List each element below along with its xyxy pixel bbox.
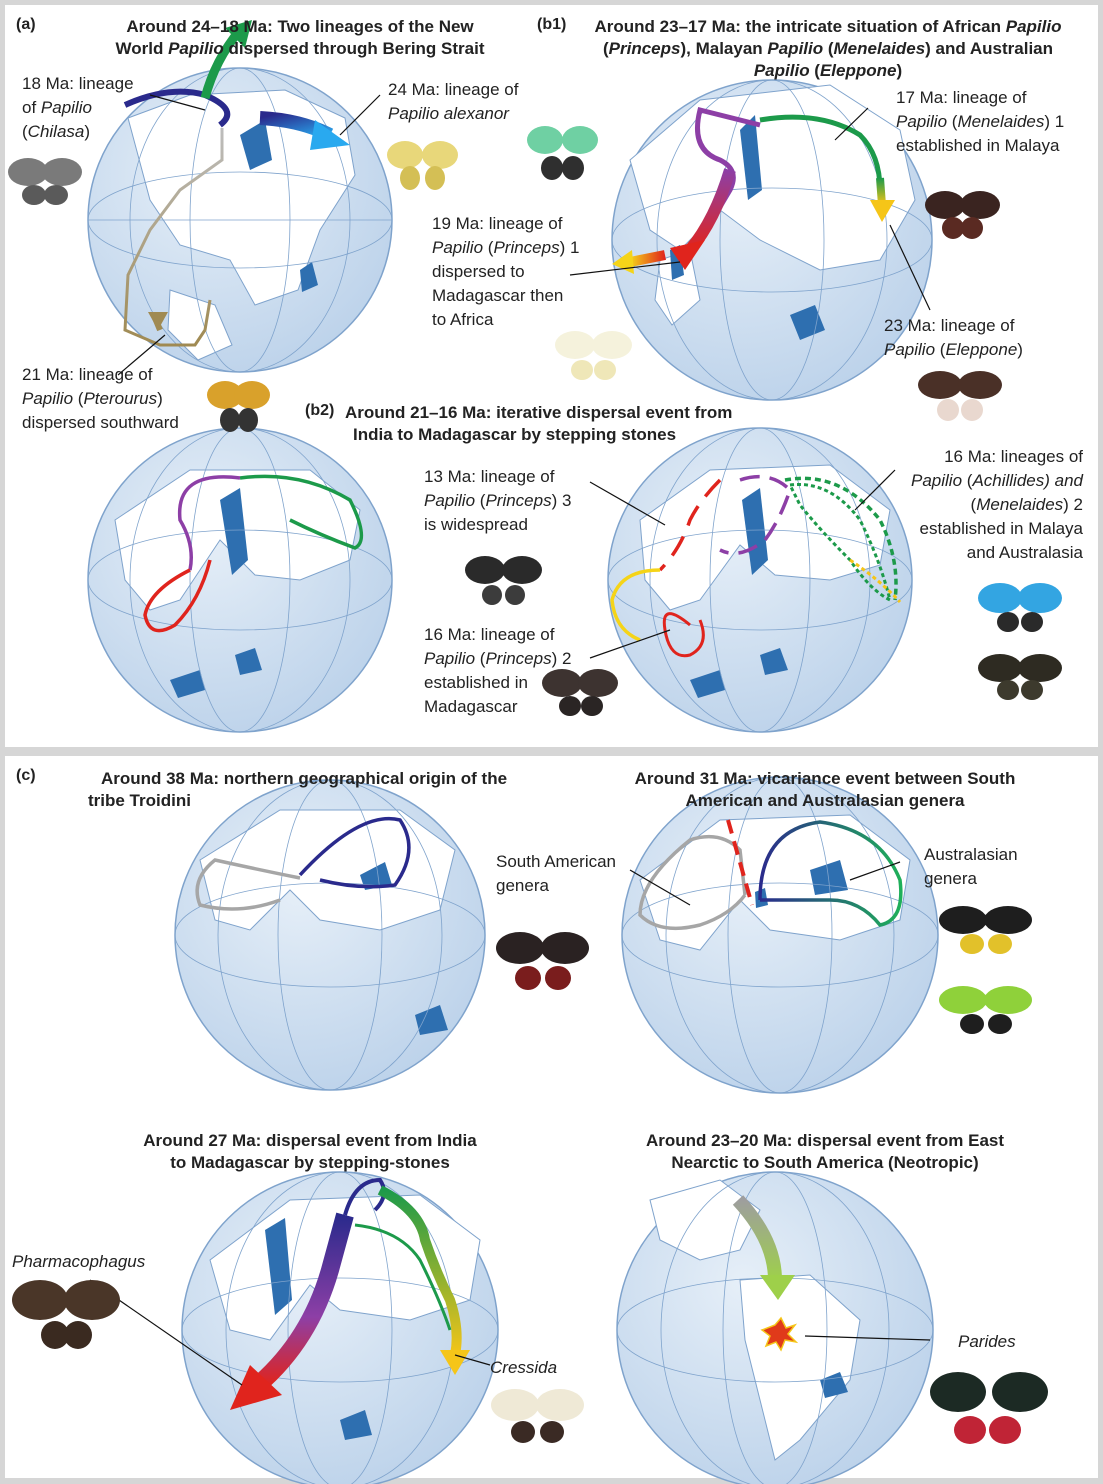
caption-australasian: Australasian genera <box>924 845 1018 888</box>
caption-18ma: 18 Ma: lineage of Papilio (Chilasa) <box>22 74 134 141</box>
caption-cressida: Cressida <box>490 1358 558 1377</box>
title-c-23: Around 23–20 Ma: dispersal event from Ea… <box>645 1131 1005 1172</box>
title-a: Around 24–18 Ma: Two lineages of the New… <box>100 16 500 60</box>
title-c-31: Around 31 Ma: vicariance event between S… <box>634 769 1016 810</box>
panel-label-c: (c) <box>16 767 36 784</box>
caption-24ma: 24 Ma: lineage of Papilio alexanor <box>388 80 519 123</box>
caption-south-american: South American genera <box>496 852 617 895</box>
caption-pharmacophagus: Pharmacophagus <box>12 1252 146 1271</box>
title-b2: Around 21–16 Ma: iterative dispersal eve… <box>345 403 733 444</box>
title-c-38: Around 38 Ma: northern geographical orig… <box>88 769 508 810</box>
panel-label-b2: (b2) <box>305 402 335 419</box>
panel-label-b1: (b1) <box>537 16 567 33</box>
caption-16ma-princeps: 16 Ma: lineage of Papilio (Princeps) 2 e… <box>424 625 572 716</box>
title-c-27: Around 27 Ma: dispersal event from India… <box>143 1131 477 1172</box>
caption-16ma-achillides: 16 Ma: lineages of Papilio (Achillides) … <box>911 447 1083 562</box>
title-a-line2: World Papilio dispersed through Bering S… <box>115 39 485 58</box>
caption-19ma: 19 Ma: lineage of Papilio (Princeps) 1 d… <box>432 214 580 329</box>
panel-label-a: (a) <box>16 16 36 33</box>
title-b1: Around 23–17 Ma: the intricate situation… <box>594 17 1062 80</box>
title-a-line1: Around 24–18 Ma: Two lineages of the New <box>126 17 474 36</box>
caption-17ma: 17 Ma: lineage of Papilio (Menelaides) 1… <box>896 88 1065 155</box>
caption-21ma: 21 Ma: lineage of Papilio (Pterourus) di… <box>22 365 179 432</box>
caption-23ma: 23 Ma: lineage of Papilio (Eleppone) <box>884 316 1023 359</box>
caption-parides: Parides <box>958 1332 1016 1351</box>
caption-13ma: 13 Ma: lineage of Papilio (Princeps) 3 i… <box>424 467 572 534</box>
